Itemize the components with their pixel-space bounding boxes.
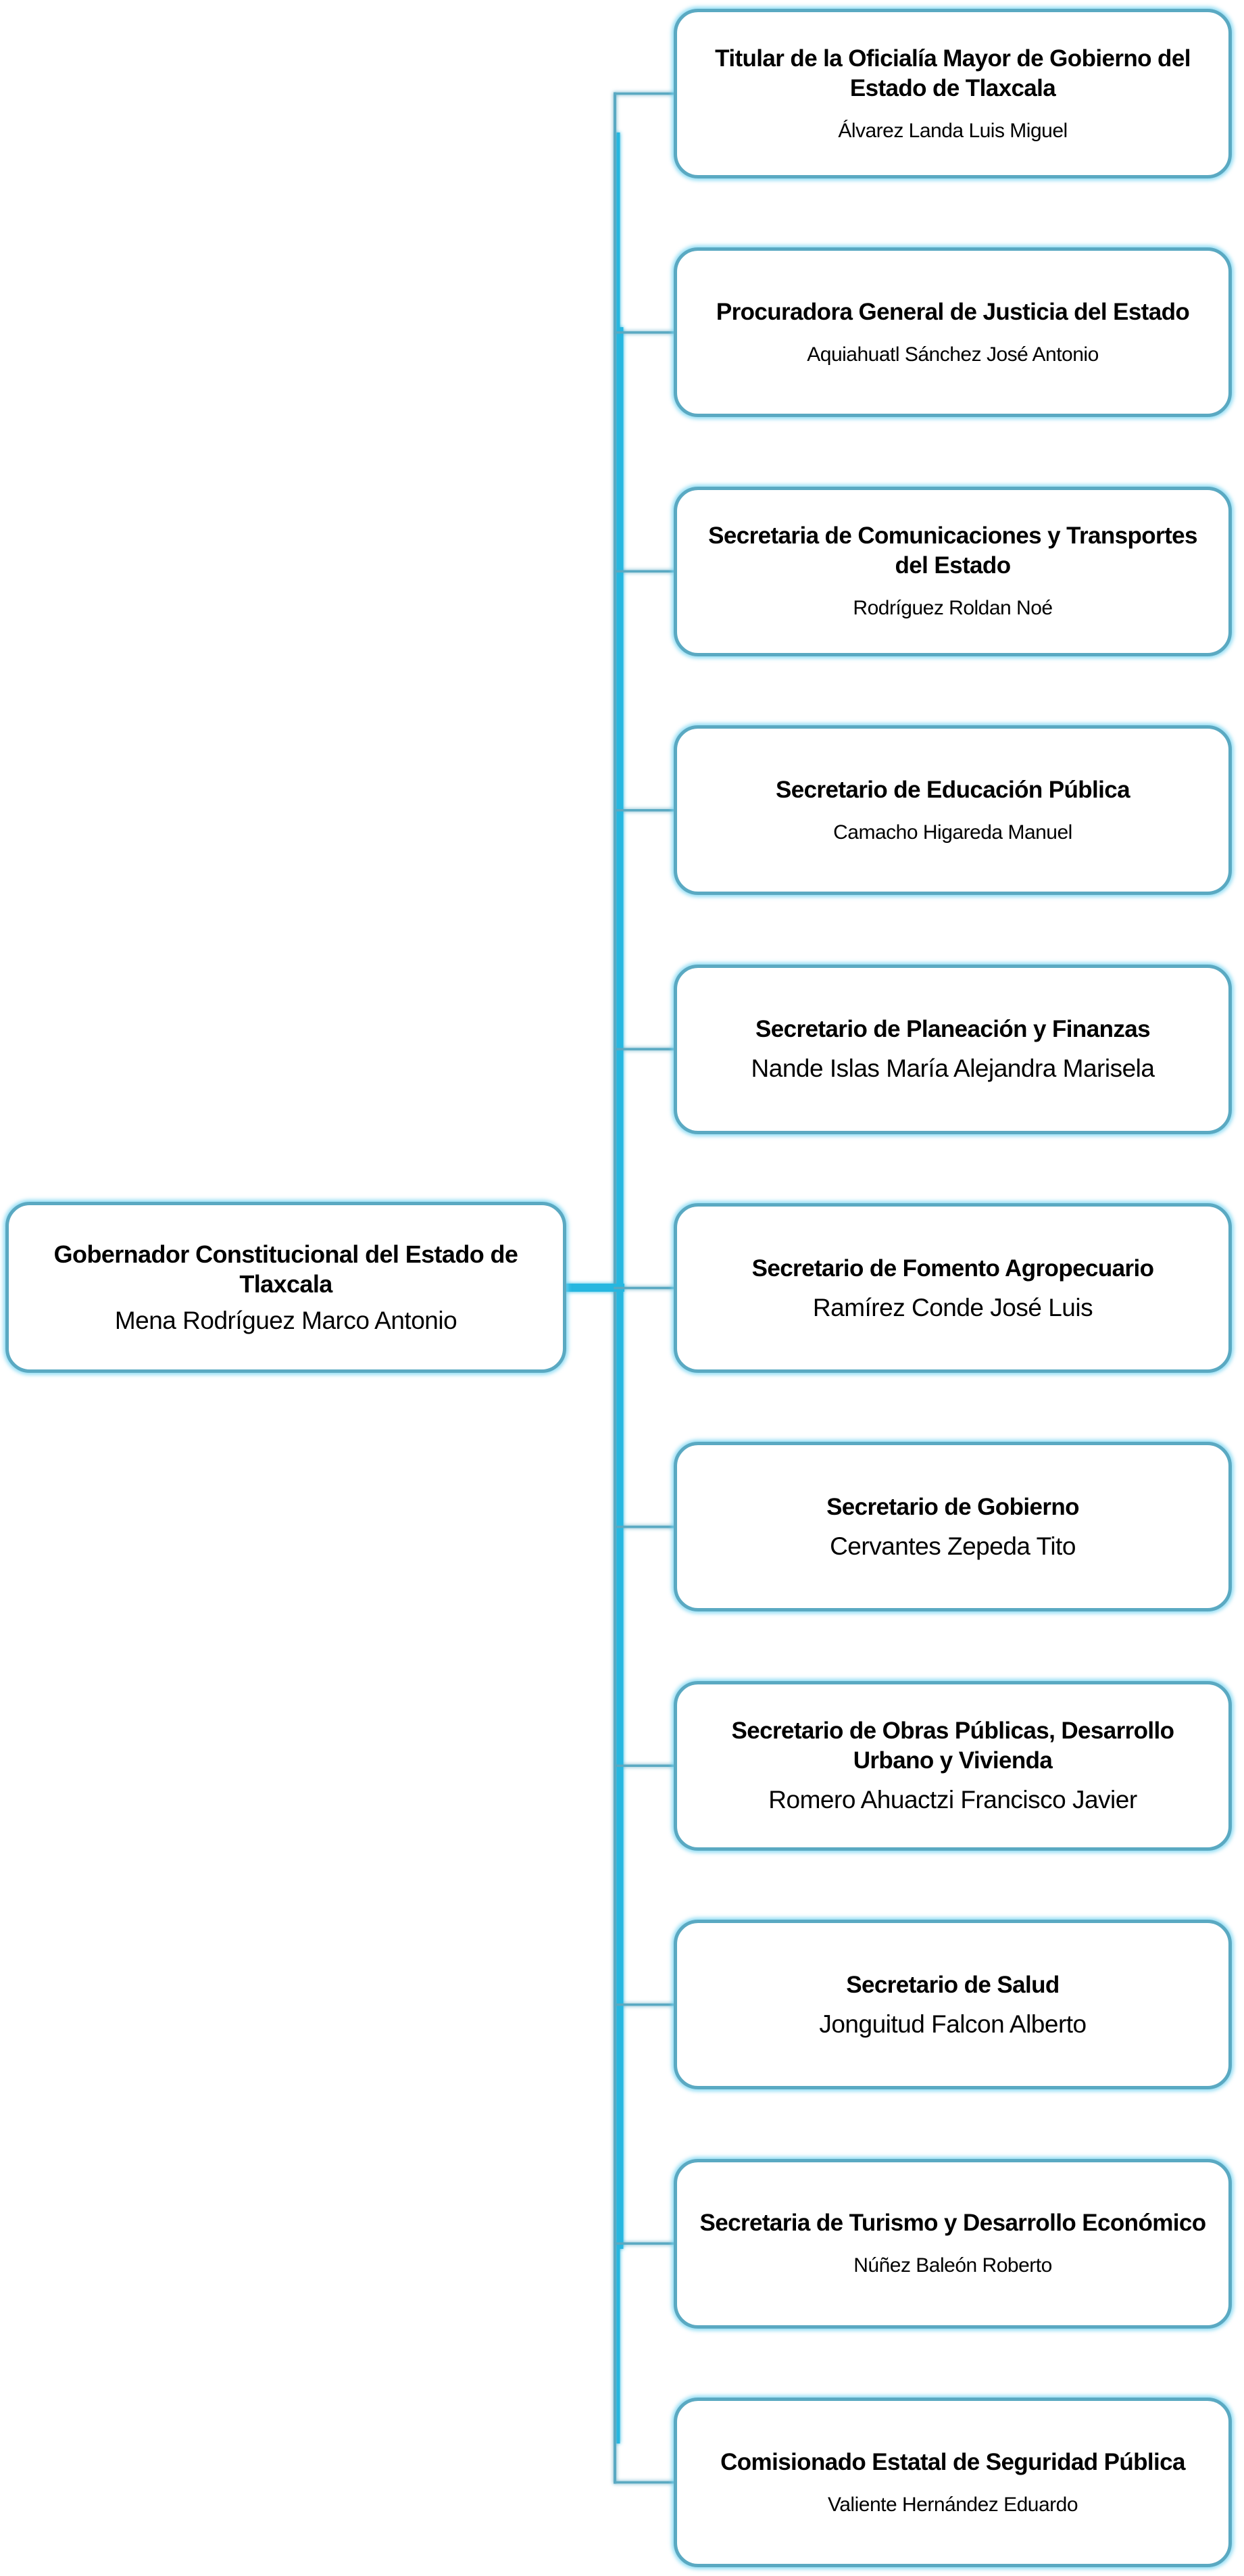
node-name: Cervantes Zepeda Tito [830,1532,1076,1560]
node-title: Secretaria de Turismo y Desarrollo Econó… [699,2210,1206,2237]
root-title: Gobernador Constitucional del Estado de … [53,1240,518,1298]
node-name: Nande Islas María Alejandra Marisela [751,1054,1155,1083]
org-node: Procuradora General de Justicia del Esta… [674,247,1232,418]
org-node: Secretario de Obras Públicas, Desarrollo… [674,1680,1232,1851]
org-node: Comisionado Estatal de Seguridad Pública… [674,2398,1232,2567]
node-title: Secretario de Gobierno [826,1493,1079,1520]
node-name: Valiente Hernández Eduardo [827,2493,1078,2516]
node-name: Jonguitud Falcon Alberto [819,2010,1087,2038]
org-node: Secretaria de Turismo y Desarrollo Econó… [674,2158,1232,2329]
node-name: Camacho Higareda Manuel [833,821,1072,844]
org-node: Secretaria de Comunicaciones y Transport… [674,486,1232,656]
root-name: Mena Rodríguez Marco Antonio [114,1306,457,1334]
node-title: Secretario de Educación Pública [775,776,1130,803]
node-title: Comisionado Estatal de Seguridad Pública [720,2448,1185,2475]
node-name: Aquiahuatl Sánchez José Antonio [807,343,1099,366]
node-name: Rodríguez Roldan Noé [853,597,1053,620]
node-title: Secretario de Planeación y Finanzas [755,1016,1151,1043]
node-title: Procuradora General de Justicia del Esta… [716,298,1190,325]
node-name: Álvarez Landa Luis Miguel [838,119,1068,142]
org-node: Titular de la Oficialía Mayor de Gobiern… [674,9,1232,178]
node-title: Secretario de Fomento Agropecuario [751,1255,1154,1282]
node-title: Secretaria de Comunicaciones y Transport… [708,523,1197,579]
node-title: Secretario de Obras Públicas, Desarrollo… [731,1718,1175,1774]
root-node-governor: Gobernador Constitucional del Estado de … [5,1202,566,1373]
node-name: Núñez Baleón Roberto [853,2254,1052,2277]
node-title: Titular de la Oficialía Mayor de Gobiern… [715,45,1191,101]
node-title: Secretario de Salud [846,1971,1060,1998]
node-name: Romero Ahuactzi Francisco Javier [768,1786,1137,1814]
node-name: Ramírez Conde José Luis [812,1293,1093,1321]
